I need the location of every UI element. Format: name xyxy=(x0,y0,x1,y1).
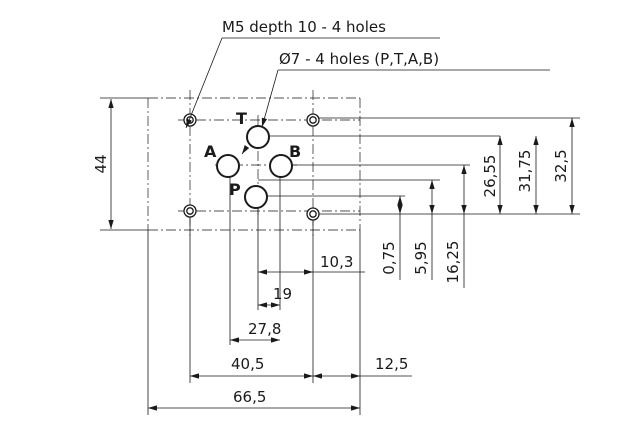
dim-label-27-8: 27,8 xyxy=(248,320,281,338)
callout-m5-holes: M5 depth 10 - 4 holes xyxy=(222,18,386,36)
dim-label-16-25: 16,25 xyxy=(444,241,462,284)
port-label-b: B xyxy=(289,142,301,161)
dim-right-stack xyxy=(397,118,575,288)
dim-label-5-95: 5,95 xyxy=(412,241,430,274)
port-hole-a xyxy=(216,154,240,178)
callout-port-holes: Ø7 - 4 holes (P,T,A,B) xyxy=(279,50,439,68)
dim-label-10-3: 10,3 xyxy=(320,253,353,271)
dim-label-26-55: 26,55 xyxy=(481,155,499,198)
port-hole-b xyxy=(269,154,293,178)
dim-label-12-5: 12,5 xyxy=(375,355,408,373)
port-label-a: A xyxy=(204,142,217,161)
port-label-t: T xyxy=(236,109,247,128)
port-label-p: P xyxy=(229,180,241,199)
dim-label-31-75: 31,75 xyxy=(516,150,534,193)
dim-label-44: 44 xyxy=(92,154,110,173)
port-holes xyxy=(216,125,293,209)
dim-label-0-75: 0,75 xyxy=(380,241,398,274)
port-hole-t xyxy=(246,125,270,149)
dim-label-32-5: 32,5 xyxy=(552,149,570,182)
dim-label-40-5: 40,5 xyxy=(231,355,264,373)
extension-lines-bottom xyxy=(147,175,361,415)
port-hole-p xyxy=(244,185,268,209)
callout-leaders xyxy=(185,37,550,155)
dim-bottom-stack xyxy=(148,269,412,411)
extension-lines-right xyxy=(100,97,580,231)
dim-label-19: 19 xyxy=(273,285,292,303)
dim-label-66-5: 66,5 xyxy=(233,388,266,406)
